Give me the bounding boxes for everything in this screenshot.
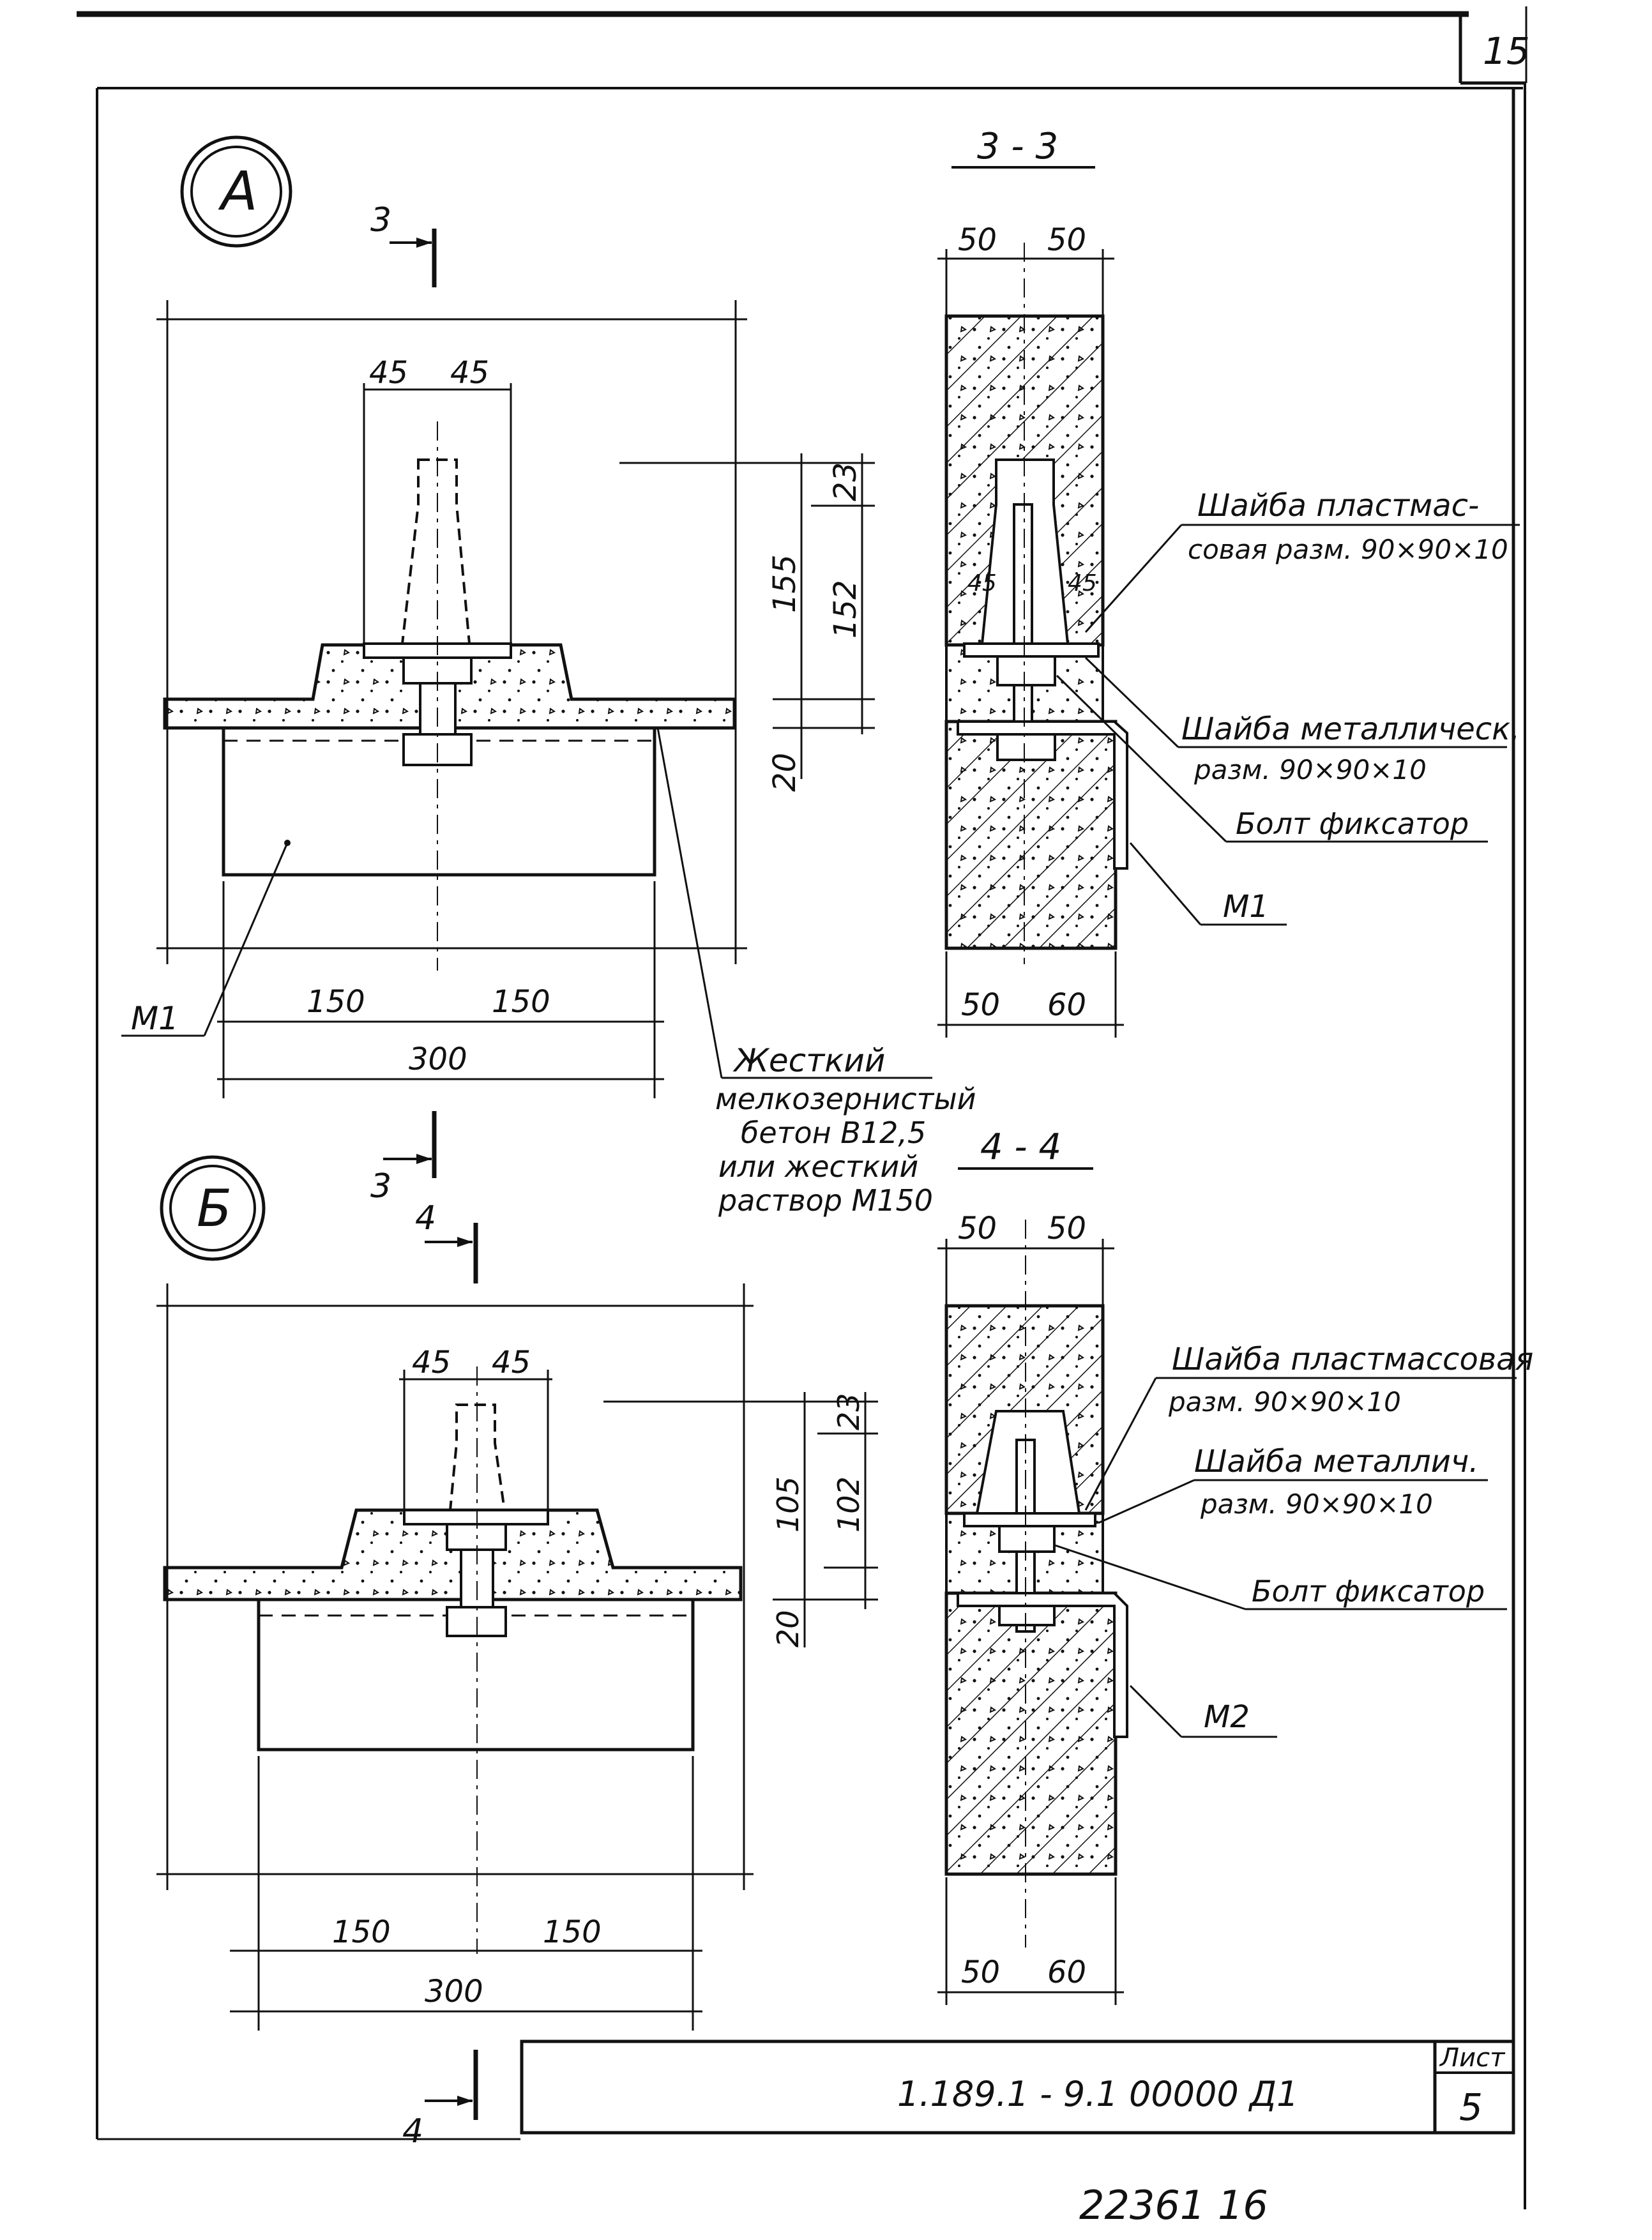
detail-a-m1-leader	[121, 840, 291, 1037]
section-3-title: 3 - 3	[977, 126, 1058, 167]
detail-a-dim-152: 152	[828, 580, 863, 639]
detail-a-extents	[156, 300, 747, 964]
detail-b-dim-bottom	[230, 1756, 702, 2031]
s3-plastic-washer-line-2: совая разм. 90×90×10	[1188, 534, 1508, 565]
s3-plastic-washer-line-1: Шайба пластмас-	[1197, 488, 1479, 524]
sheet-label: Лист	[1439, 2043, 1506, 2073]
detail-b-dim-right	[603, 1392, 878, 1647]
document-code: 1.189.1 - 9.1 00000 Д1	[897, 2074, 1298, 2114]
detail-a-dim-300: 300	[409, 1041, 467, 1077]
filler-note-line-2: мелкозернистый	[715, 1082, 976, 1116]
section-3-wall	[944, 243, 1128, 964]
detail-a-dim-45-right: 45	[450, 355, 489, 391]
detail-b-dim-102: 102	[831, 1476, 866, 1532]
detail-b-dim-top	[399, 1370, 552, 1510]
detail-b-dim-150-right: 150	[543, 1914, 602, 1950]
s3-part-label: М1	[1223, 889, 1269, 925]
detail-a-dim-155: 155	[767, 554, 803, 613]
detail-a-dim-45-left: 45	[369, 355, 408, 391]
title-block	[520, 2039, 1515, 2135]
cut-4-bottom-label: 4	[402, 2112, 423, 2151]
section-4-wall	[944, 1220, 1128, 1948]
s4-plastic-washer-line-1: Шайба пластмассовая	[1172, 1342, 1533, 1377]
section-3-dim-top-left: 50	[958, 222, 997, 258]
filler-note-line-4: или жесткий	[718, 1149, 918, 1184]
detail-a-dim-150-left: 150	[307, 984, 365, 1020]
section-4-dim-top-right: 50	[1047, 1211, 1086, 1246]
detail-a-letter: А	[218, 160, 257, 222]
section-3-dim-bottom-right: 60	[1047, 987, 1086, 1023]
detail-a-dim-150-right: 150	[492, 984, 550, 1020]
filler-note-leader	[656, 727, 932, 1079]
cut-mark-4-top	[425, 1223, 478, 1283]
s4-metal-washer-line-1: Шайба металлич.	[1194, 1444, 1479, 1479]
s4-bolt-label: Болт фиксатор	[1252, 1574, 1485, 1608]
filler-note-line-5: раствор М150	[718, 1183, 933, 1218]
section-4-title: 4 - 4	[980, 1126, 1061, 1168]
detail-b-dim-300: 300	[425, 1974, 483, 2009]
cut-3-bottom-label: 3	[370, 1167, 391, 1206]
detail-b-dim-45-right: 45	[492, 1345, 531, 1381]
cut-3-top-label: 3	[370, 201, 391, 239]
archive-number: 22361 16	[1079, 2182, 1268, 2229]
filler-note-line-1: Жесткий	[732, 1042, 885, 1079]
detail-a-m1-label: М1	[131, 1000, 179, 1037]
section-4-dims	[937, 1239, 1124, 2005]
section-3-dim-bottom-left: 50	[961, 987, 1000, 1023]
section-3-dim-inner-right: 45	[1068, 570, 1097, 596]
detail-a-dim-top	[363, 383, 512, 644]
detail-a-marker	[180, 135, 292, 248]
detail-a-dim-20: 20	[767, 753, 803, 792]
detail-a-anchor	[363, 421, 512, 971]
detail-b-dim-20: 20	[771, 1610, 805, 1647]
section-4-dim-bottom-right: 60	[1047, 1955, 1086, 1990]
detail-b-anchor	[403, 1366, 549, 1954]
cut-mark-3-top	[390, 229, 437, 287]
detail-a-dim-23: 23	[828, 462, 863, 501]
s3-bolt-label: Болт фиксатор	[1236, 806, 1469, 841]
s3-metal-washer-line-2: разм. 90×90×10	[1194, 754, 1427, 785]
page-number: 15	[1483, 29, 1530, 73]
detail-b-dim-45-left: 45	[412, 1345, 451, 1381]
detail-b-dim-150-left: 150	[332, 1914, 391, 1950]
section-4-callout-leaders	[1054, 1377, 1517, 1738]
section-4-dim-top-left: 50	[958, 1211, 997, 1246]
s4-plastic-washer-line-2: разм. 90×90×10	[1168, 1386, 1401, 1418]
section-3-dim-top-right: 50	[1047, 222, 1086, 258]
detail-a-dim-right	[619, 453, 875, 779]
s4-part-label: М2	[1204, 1699, 1250, 1735]
section-3-dim-inner-left: 45	[967, 570, 997, 596]
filler-note-line-3: бетон В12,5	[741, 1116, 926, 1150]
section-3-dims	[937, 249, 1124, 1038]
detail-b-letter: Б	[197, 1179, 232, 1238]
section-4-dim-bottom-left: 50	[961, 1955, 1000, 1990]
sheet-number: 5	[1459, 2085, 1483, 2129]
s4-metal-washer-line-2: разм. 90×90×10	[1200, 1488, 1433, 1520]
cut-4-top-label: 4	[415, 1199, 436, 1237]
detail-b-dim-105: 105	[771, 1476, 805, 1532]
section-3-callout-leaders	[1056, 524, 1520, 926]
cut-mark-4-bottom	[425, 2050, 478, 2120]
cut-mark-3-bottom	[383, 1111, 437, 1178]
detail-b-marker	[160, 1155, 266, 1261]
s3-metal-washer-line-1: Шайба металлическ.	[1181, 711, 1520, 747]
detail-b-dim-23: 23	[831, 1393, 866, 1430]
sheet-frame	[77, 6, 1527, 2209]
